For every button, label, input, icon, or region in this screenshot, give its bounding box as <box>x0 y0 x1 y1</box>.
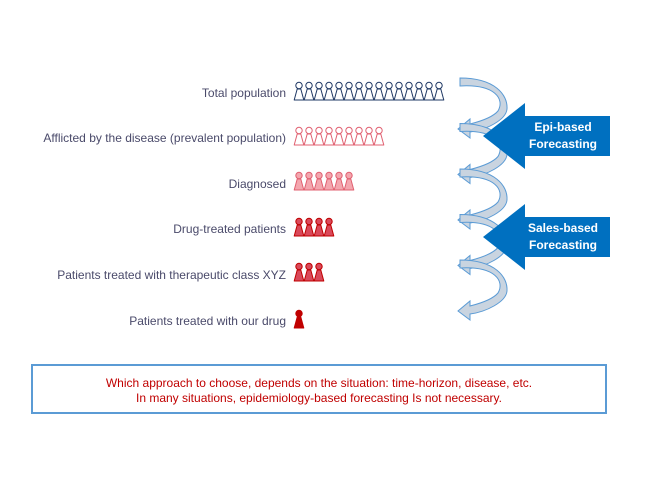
note-box: Which approach to choose, depends on the… <box>31 364 607 414</box>
person-icon <box>293 217 305 237</box>
person-icon <box>313 217 325 237</box>
person-icon <box>393 81 405 101</box>
epi-based-forecasting-arrow <box>483 103 610 169</box>
person-icon <box>323 126 335 146</box>
person-icon <box>363 81 375 101</box>
person-icon <box>363 126 375 146</box>
person-icon <box>333 81 345 101</box>
epi-arrow-label: Epi-based Forecasting <box>522 119 604 153</box>
sales-based-forecasting-arrow <box>483 204 610 270</box>
person-icon <box>323 81 335 101</box>
person-icon <box>303 126 315 146</box>
person-icon <box>293 171 305 191</box>
people-row-6 <box>293 309 305 329</box>
person-icon <box>293 262 305 282</box>
person-icon <box>303 81 315 101</box>
person-icon <box>433 81 445 101</box>
person-icon <box>323 217 335 237</box>
person-icon <box>343 171 355 191</box>
people-row-1 <box>293 81 445 101</box>
row-label-afflicted: Afflicted by the disease (prevalent popu… <box>43 131 286 145</box>
row-label-class-xyz: Patients treated with therapeutic class … <box>57 268 286 282</box>
curved-arrow-3 <box>457 168 508 230</box>
curved-arrows <box>457 77 508 321</box>
row-label-drug-treated: Drug-treated patients <box>173 222 286 236</box>
person-icon <box>333 171 345 191</box>
person-icon <box>303 262 315 282</box>
people-row-4 <box>293 217 335 237</box>
sales-arrow-label-line1: Sales-based <box>527 221 599 235</box>
people-row-5 <box>293 262 325 282</box>
curved-arrow-1 <box>457 77 508 139</box>
sales-arrow-label: Sales-based Forecasting <box>522 220 604 254</box>
person-icon <box>293 81 305 101</box>
person-icon <box>303 217 315 237</box>
epi-arrow-label-line1: Epi-based <box>534 120 592 134</box>
person-icon <box>293 126 305 146</box>
row-label-our-drug: Patients treated with our drug <box>129 314 286 328</box>
person-icon <box>333 126 345 146</box>
person-icon <box>313 171 325 191</box>
person-icon <box>353 126 365 146</box>
person-icon <box>413 81 425 101</box>
curved-arrow-5 <box>457 259 508 321</box>
person-icon <box>293 309 305 329</box>
person-icon <box>373 81 385 101</box>
person-icon <box>313 126 325 146</box>
person-icon <box>343 81 355 101</box>
person-icon <box>313 81 325 101</box>
people-rows <box>293 81 445 329</box>
person-icon <box>313 262 325 282</box>
note-line-1: Which approach to choose, depends on the… <box>105 376 533 390</box>
person-icon <box>403 81 415 101</box>
epi-arrow-label-line2: Forecasting <box>528 137 597 151</box>
note-line-2: In many situations, epidemiology-based f… <box>136 391 502 405</box>
person-icon <box>423 81 435 101</box>
people-row-2 <box>293 126 385 146</box>
sales-arrow-label-line2: Forecasting <box>528 238 597 252</box>
person-icon <box>343 126 355 146</box>
row-label-diagnosed: Diagnosed <box>228 177 286 191</box>
people-row-3 <box>293 171 355 191</box>
person-icon <box>373 126 385 146</box>
person-icon <box>323 171 335 191</box>
row-label-total-population: Total population <box>201 86 286 100</box>
person-icon <box>353 81 365 101</box>
person-icon <box>383 81 395 101</box>
person-icon <box>303 171 315 191</box>
